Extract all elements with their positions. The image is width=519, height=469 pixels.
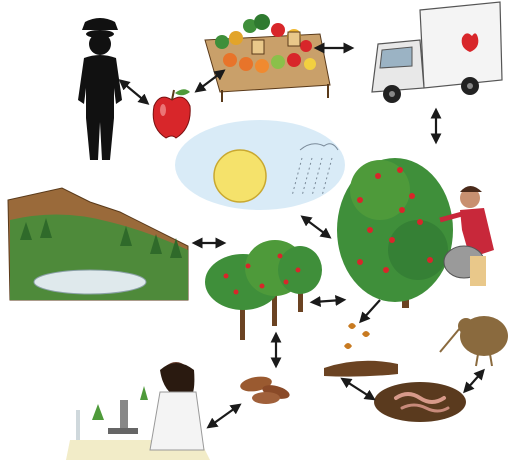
sun-rain-icon — [175, 120, 345, 210]
apple-tree-icon — [337, 158, 453, 308]
kiwi-bird-icon — [440, 316, 508, 366]
arrow-consumer-to-apple — [122, 82, 146, 102]
orchard-trees-icon — [205, 240, 322, 340]
person-silhouette-icon — [78, 18, 122, 160]
arrow-pests-to-scientist — [210, 406, 238, 426]
insect-grubs-icon — [239, 374, 291, 404]
arrow-weather-to-apple-tree — [304, 218, 328, 236]
produce-stall-icon — [205, 14, 330, 102]
scientist-microscope-icon — [66, 362, 210, 460]
apple-icon — [153, 89, 190, 138]
arrow-orchard-to-apple-tree — [314, 300, 342, 302]
soil-icon — [324, 361, 398, 377]
mountain-lake-icon — [8, 188, 188, 300]
arrow-apple-tree-to-leaves — [362, 300, 380, 320]
delivery-truck-icon — [372, 2, 502, 103]
arrow-soil-to-worms — [344, 380, 372, 398]
fallen-leaves-icon — [344, 323, 370, 349]
arrow-worms-to-kiwi — [466, 372, 482, 390]
earthworms-icon — [374, 382, 466, 422]
